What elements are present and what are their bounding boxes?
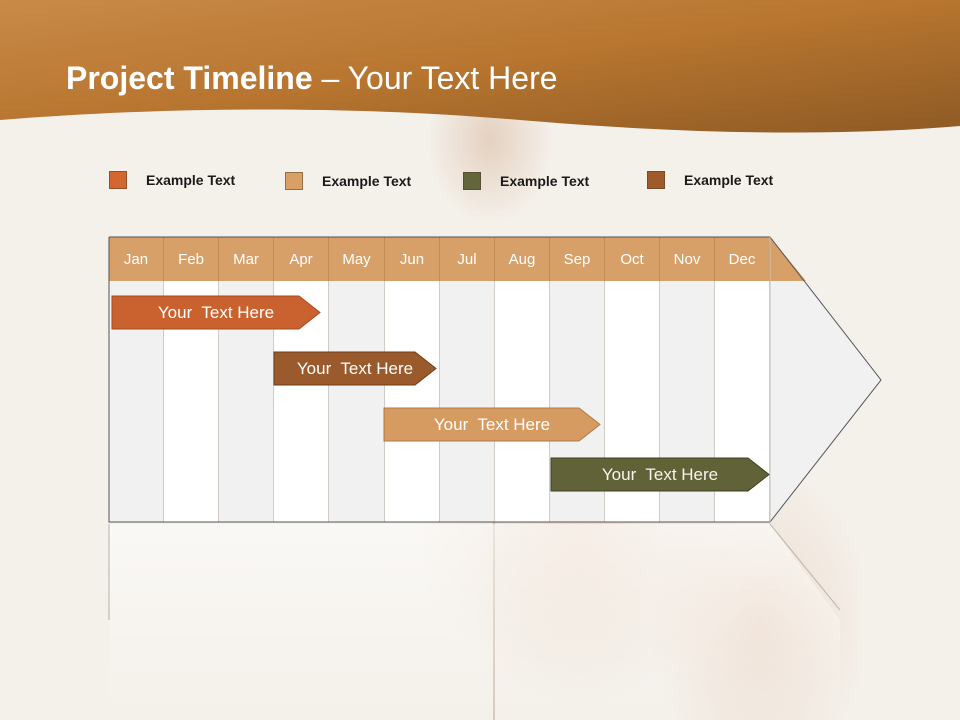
month-column xyxy=(440,281,495,522)
legend-item-1: Example Text xyxy=(109,171,235,189)
legend-swatch xyxy=(463,172,481,190)
task-arrow-shape xyxy=(111,295,321,330)
month-column xyxy=(329,281,385,522)
legend-label: Example Text xyxy=(146,172,236,188)
legend-item-4: Example Text xyxy=(647,171,773,189)
month-header-feb: Feb xyxy=(164,237,219,281)
legend-item-3: Example Text xyxy=(463,172,589,190)
task-arrow-1[interactable]: Your Text Here xyxy=(111,295,321,330)
task-arrow-4[interactable]: Your Text Here xyxy=(550,457,770,492)
month-header-apr: Apr xyxy=(274,237,329,281)
task-arrow-shape xyxy=(273,351,437,386)
month-header-nov: Nov xyxy=(660,237,715,281)
legend-label: Example Text xyxy=(500,173,590,189)
month-header-may: May xyxy=(329,237,385,281)
legend-label: Example Text xyxy=(322,173,412,189)
task-label: Your Text Here xyxy=(157,302,275,322)
legend-label: Example Text xyxy=(684,172,774,188)
legend-item-2: Example Text xyxy=(285,172,411,190)
month-header-sep: Sep xyxy=(550,237,605,281)
month-header-mar: Mar xyxy=(219,237,274,281)
task-arrow-shape xyxy=(383,407,601,442)
month-header-dec: Dec xyxy=(715,237,770,281)
slide-title: Project Timeline – Your Text Here xyxy=(66,60,558,97)
month-header-jun: Jun xyxy=(385,237,440,281)
background-earphone-cord xyxy=(493,520,495,720)
month-column xyxy=(385,281,440,522)
legend-swatch xyxy=(109,171,127,189)
task-arrow-2[interactable]: Your Text Here xyxy=(273,351,437,386)
task-arrow-shape xyxy=(550,457,770,492)
month-column xyxy=(495,281,550,522)
legend-swatch xyxy=(285,172,303,190)
task-label: Your Text Here xyxy=(601,464,719,484)
title-rest: – Your Text Here xyxy=(312,60,558,96)
month-header-jan: Jan xyxy=(109,237,164,281)
header-banner xyxy=(0,0,960,133)
task-label: Your Text Here xyxy=(296,358,414,378)
legend-swatch xyxy=(647,171,665,189)
task-arrow-3[interactable]: Your Text Here xyxy=(383,407,601,442)
month-header-jul: Jul xyxy=(440,237,495,281)
month-header-aug: Aug xyxy=(495,237,550,281)
month-header-oct: Oct xyxy=(605,237,660,281)
title-bold: Project Timeline xyxy=(66,60,313,96)
task-label: Your Text Here xyxy=(433,414,551,434)
